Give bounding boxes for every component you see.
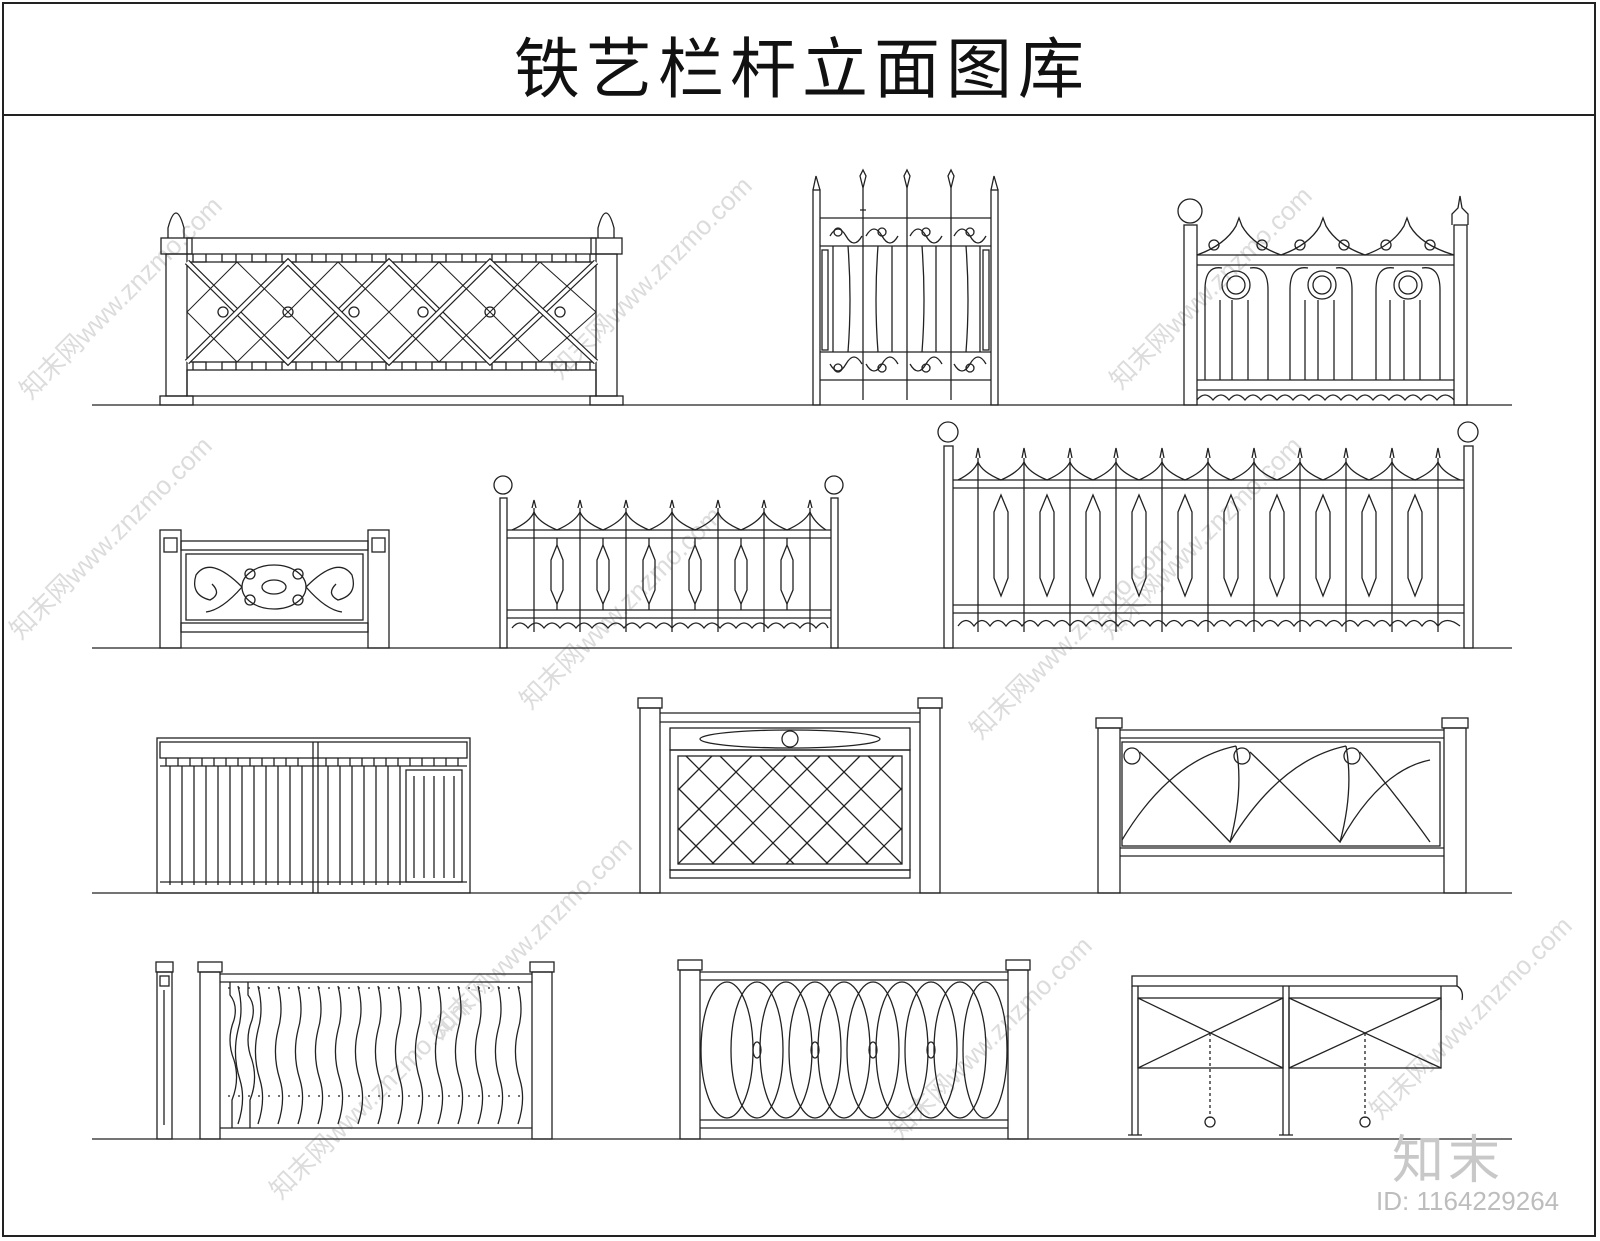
railing-elevation-2 — [812, 168, 999, 406]
railing-elevation-6 — [937, 421, 1479, 649]
railing-elevation-1 — [159, 212, 624, 406]
baluster-row — [234, 985, 524, 1125]
image-id-label: ID: 1164229264 — [1376, 1186, 1560, 1216]
railing-elevation-11 — [677, 959, 1031, 1140]
railing-elevation-7 — [156, 737, 471, 894]
railing-elevation-5 — [493, 475, 844, 649]
brand-watermark: 知末 — [1392, 1131, 1505, 1191]
railing-elevation-8 — [637, 697, 943, 894]
railing-elevation-9 — [1095, 717, 1469, 894]
railing-elevation-12 — [1128, 975, 1464, 1136]
page-title: 铁艺栏杆立面图库 — [514, 31, 1090, 108]
railing-elevation-3 — [1177, 195, 1469, 406]
railing-elevation-10 — [155, 961, 555, 1140]
title-block: 铁艺栏杆立面图库 — [2, 2, 1596, 116]
railing-elevation-4 — [159, 529, 390, 649]
